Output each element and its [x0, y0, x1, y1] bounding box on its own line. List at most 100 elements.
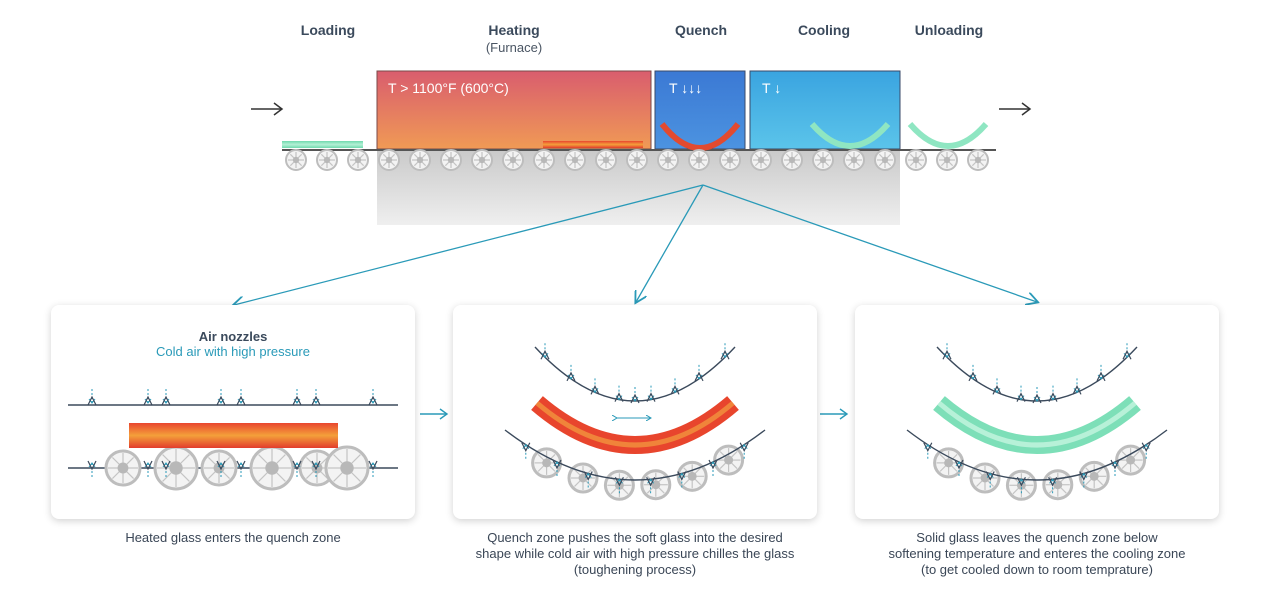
- stage-label-heating: Heating (Furnace): [444, 22, 584, 55]
- roller-wheel: [1042, 469, 1074, 501]
- zoom-arrows: [234, 184, 1037, 305]
- roller-wheel: [324, 445, 370, 491]
- air-nozzle-bottom: [552, 459, 562, 476]
- stage-label-loading: Loading: [300, 22, 356, 38]
- air-nozzle-top: [590, 378, 600, 395]
- roller: [657, 149, 679, 171]
- furnace-glass: [543, 141, 643, 148]
- quench-glass: [659, 122, 741, 151]
- roller-wheel: [640, 469, 672, 501]
- air-nozzle-top: [614, 385, 624, 402]
- stage-label-cooling: Cooling: [797, 22, 851, 38]
- air-nozzle-top: [87, 389, 97, 406]
- air-nozzle-bottom: [614, 477, 624, 494]
- roller: [378, 149, 400, 171]
- cooling-temperature: T ↓: [762, 80, 782, 96]
- air-nozzle-top: [540, 343, 550, 360]
- air-nozzle-bottom: [954, 459, 964, 476]
- air-nozzle-top: [143, 389, 153, 406]
- air-nozzle-bottom: [368, 460, 378, 477]
- air-nozzle-bottom: [1141, 442, 1151, 459]
- roller: [843, 149, 865, 171]
- stage-label-unloading: Unloading: [914, 22, 984, 38]
- heating-label: Heating: [488, 22, 540, 38]
- roller: [316, 149, 338, 171]
- air-nozzle-bottom: [708, 459, 718, 476]
- air-nozzle-top: [1032, 387, 1042, 404]
- air-nozzle-top: [292, 389, 302, 406]
- roller: [533, 149, 555, 171]
- roller: [967, 149, 989, 171]
- entry-arrow: [251, 102, 284, 116]
- air-nozzle-top: [630, 387, 640, 404]
- top-rollers: [285, 149, 989, 171]
- air-nozzle-top: [1122, 343, 1132, 360]
- air-nozzle-bottom: [87, 460, 97, 477]
- air-nozzle-bottom: [143, 460, 153, 477]
- roller: [874, 149, 896, 171]
- panel-cooling: [855, 305, 1219, 519]
- roller: [750, 149, 772, 171]
- panel-heated-glass: Air nozzles Cold air with high pressure: [51, 305, 415, 519]
- roller: [781, 149, 803, 171]
- caption-quench-line1: Quench zone pushes the soft glass into t…: [487, 530, 783, 545]
- air-nozzle-bottom: [583, 471, 593, 488]
- panel2-illustration: [504, 343, 766, 501]
- air-nozzle-top: [720, 343, 730, 360]
- exit-arrow: [999, 102, 1032, 116]
- caption-heated-glass: Heated glass enters the quench zone: [125, 530, 341, 545]
- air-nozzle-top: [942, 343, 952, 360]
- heating-temperature: T > 1100°F (600°C): [388, 80, 509, 96]
- air-nozzle-bottom: [923, 442, 933, 459]
- air-nozzle-bottom: [985, 471, 995, 488]
- roller-wheel: [153, 445, 199, 491]
- cooling-glass: [809, 122, 891, 149]
- furnace-zone: [376, 70, 652, 150]
- air-nozzle-top: [1072, 378, 1082, 395]
- roller: [502, 149, 524, 171]
- air-nozzle-top: [670, 378, 680, 395]
- air-nozzle-top: [368, 389, 378, 406]
- roller: [936, 149, 958, 171]
- roller: [285, 149, 307, 171]
- heating-sublabel: (Furnace): [485, 40, 543, 55]
- loading-glass: [282, 141, 363, 148]
- stage-label-quench: Quench: [674, 22, 728, 38]
- air-nozzle-bottom: [292, 460, 302, 477]
- flow-arrow-2: [820, 408, 849, 420]
- caption-quench-line2: shape while cold air with high pressure …: [475, 546, 795, 561]
- caption-quench-line3: (toughening process): [573, 562, 697, 577]
- caption-quench: Quench zone pushes the soft glass into t…: [445, 530, 825, 578]
- roller-wheel: [200, 449, 238, 487]
- roller-wheel: [969, 462, 1001, 494]
- air-nozzle-top: [968, 364, 978, 382]
- roller: [719, 149, 741, 171]
- air-nozzles-title: Air nozzles: [198, 329, 268, 344]
- roller: [626, 149, 648, 171]
- air-nozzle-bottom: [739, 442, 749, 459]
- roller-wheel: [249, 445, 295, 491]
- air-nozzle-bottom: [1048, 477, 1058, 494]
- roller-wheel: [1115, 444, 1147, 476]
- roller-wheel: [933, 447, 965, 479]
- air-nozzles-label: Air nozzles Cold air with high pressure: [51, 329, 415, 359]
- air-nozzle-bottom: [216, 460, 226, 477]
- air-nozzle-bottom: [646, 477, 656, 494]
- air-nozzle-top: [1016, 385, 1026, 402]
- flow-arrow-1: [420, 408, 449, 420]
- roller-wheel: [1078, 460, 1110, 492]
- air-nozzle-bottom: [1079, 471, 1089, 488]
- caption-cooling: Solid glass leaves the quench zone below…: [847, 530, 1227, 578]
- roller-wheel: [676, 460, 708, 492]
- air-nozzle-top: [694, 364, 704, 382]
- air-nozzle-top: [1048, 385, 1058, 402]
- panel-quench: [453, 305, 817, 519]
- panel1-glass: [129, 423, 338, 448]
- caption-cooling-line1: Solid glass leaves the quench zone below: [916, 530, 1158, 545]
- air-nozzle-top: [1096, 364, 1106, 382]
- roller: [688, 149, 710, 171]
- unloading-glass: [907, 122, 989, 149]
- roller: [440, 149, 462, 171]
- air-nozzle-bottom: [1110, 459, 1120, 476]
